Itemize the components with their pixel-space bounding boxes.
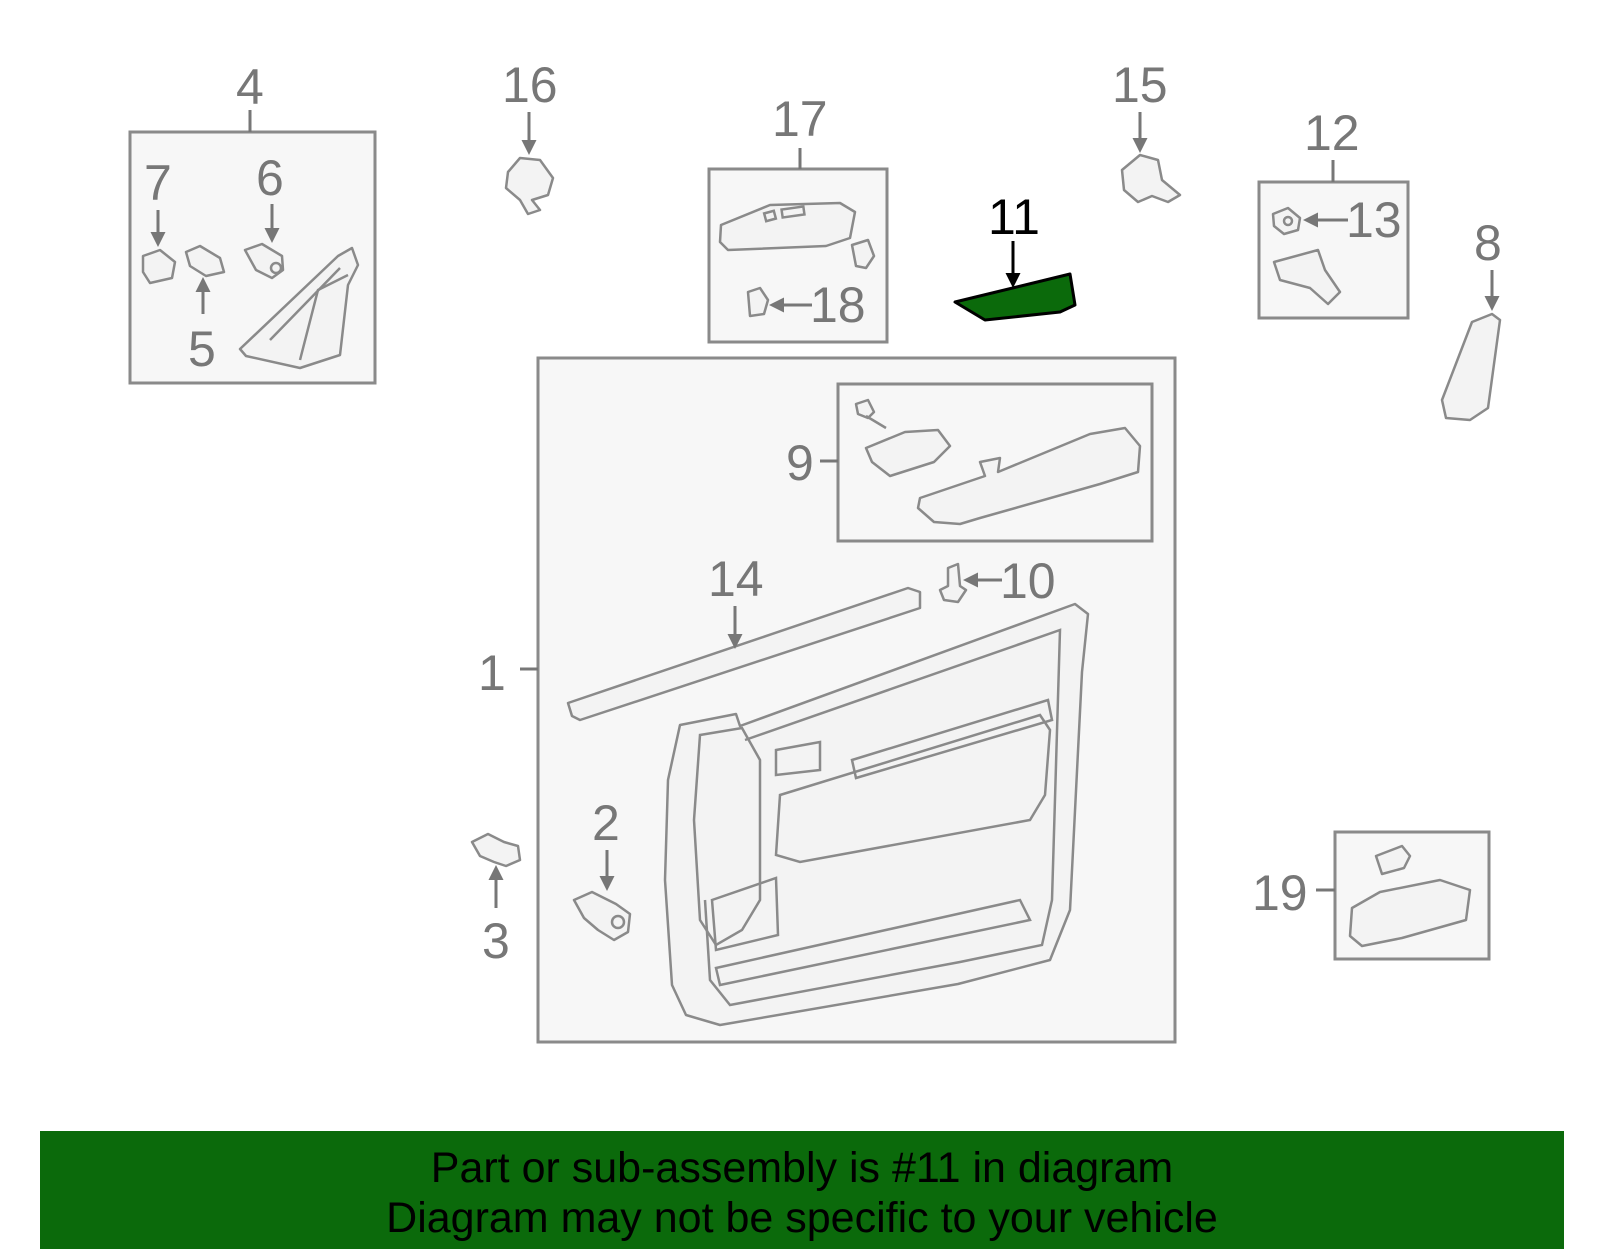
part-12-bracket — [1272, 248, 1342, 306]
banner-line-2: Diagram may not be specific to your vehi… — [386, 1194, 1218, 1242]
part-15-clip — [1120, 112, 1182, 204]
callout-10: 10 — [1000, 553, 1056, 609]
part-3-clip — [470, 832, 522, 908]
part-4-trim-piece — [238, 246, 360, 370]
callout-6: 6 — [256, 150, 284, 206]
part-8-trim — [1440, 270, 1502, 422]
callout-14: 14 — [708, 551, 764, 607]
callout-18: 18 — [810, 277, 866, 333]
part-19-bracket — [1348, 878, 1472, 948]
callout-7: 7 — [144, 155, 172, 211]
group-box-17 — [707, 148, 889, 344]
part-19-bolt — [1374, 844, 1412, 876]
callout-5: 5 — [188, 321, 216, 377]
part-16-clip — [504, 112, 555, 216]
callout-13: 13 — [1346, 192, 1402, 248]
callout-17: 17 — [772, 91, 828, 147]
part-6-clip — [243, 242, 285, 280]
callout-16: 16 — [502, 57, 558, 113]
part-18-clip — [746, 286, 770, 318]
group-box-4 — [128, 110, 377, 385]
callout-12: 12 — [1304, 105, 1360, 161]
part-14-belt-molding — [566, 586, 922, 722]
part-11-highlighted — [953, 241, 1077, 322]
part-9-armrest-cover — [864, 428, 952, 478]
callout-3: 3 — [482, 913, 510, 969]
callout-19: 19 — [1252, 865, 1308, 921]
part-13-nut — [1271, 206, 1302, 236]
group-box-19 — [1316, 830, 1491, 961]
group-box-1 — [520, 356, 1177, 1044]
info-banner: Part or sub-assembly is #11 in diagram D… — [40, 1131, 1564, 1249]
callout-15: 15 — [1112, 57, 1168, 113]
part-9-armrest — [916, 426, 1142, 526]
callout-4: 4 — [236, 59, 264, 115]
callout-2: 2 — [592, 795, 620, 851]
part-1-door-panel — [663, 602, 1090, 1027]
callout-1: 1 — [478, 645, 506, 701]
banner-line-1: Part or sub-assembly is #11 in diagram — [430, 1144, 1174, 1192]
callout-8: 8 — [1474, 215, 1502, 271]
part-7-clip — [141, 248, 177, 285]
group-box-12 — [1257, 160, 1410, 320]
part-17-switch-bezel — [718, 201, 857, 252]
callout-9: 9 — [786, 435, 814, 491]
callout-11: 11 — [988, 189, 1040, 245]
part-10-screw — [938, 562, 968, 604]
part-5-clip — [184, 244, 226, 278]
